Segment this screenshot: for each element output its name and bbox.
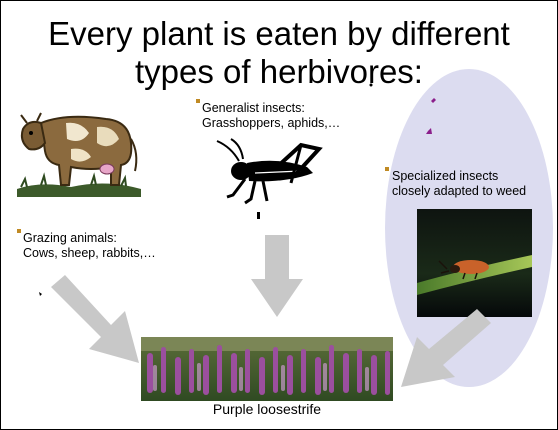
- loosestrife-photo: [141, 337, 393, 401]
- title-line-1: Every plant is eaten by different: [1, 15, 557, 53]
- specialized-line-1: Specialized insects: [392, 169, 526, 184]
- stray-dot-icon: [38, 291, 44, 297]
- specialized-line-2: closely adapted to weed: [392, 184, 526, 199]
- arrow-from-grazing-icon: [45, 273, 143, 365]
- stray-mark-icon: [425, 95, 441, 141]
- generalist-label: Generalist insects: Grasshoppers, aphids…: [202, 101, 340, 131]
- arrow-from-generalist-icon: [251, 235, 303, 317]
- stray-dot-icon: [368, 82, 374, 88]
- stray-dot-icon: [256, 212, 262, 220]
- grazing-line-2: Cows, sheep, rabbits,…: [23, 246, 156, 261]
- generalist-line-2: Grasshoppers, aphids,…: [202, 116, 340, 131]
- arrow-from-specialized-icon: [399, 309, 493, 389]
- grasshopper-icon: [197, 137, 323, 209]
- grazing-line-1: Grazing animals:: [23, 231, 156, 246]
- specialized-label: Specialized insects closely adapted to w…: [392, 169, 526, 199]
- target-plant-caption: Purple loosestrife: [141, 401, 393, 418]
- grazing-label: Grazing animals: Cows, sheep, rabbits,…: [23, 231, 156, 261]
- cow-clipart-icon: [11, 93, 146, 203]
- bullet-icon: [196, 99, 200, 103]
- bullet-icon: [385, 167, 389, 171]
- generalist-line-1: Generalist insects:: [202, 101, 340, 116]
- beetle-photo: [417, 209, 532, 317]
- bullet-icon: [17, 229, 21, 233]
